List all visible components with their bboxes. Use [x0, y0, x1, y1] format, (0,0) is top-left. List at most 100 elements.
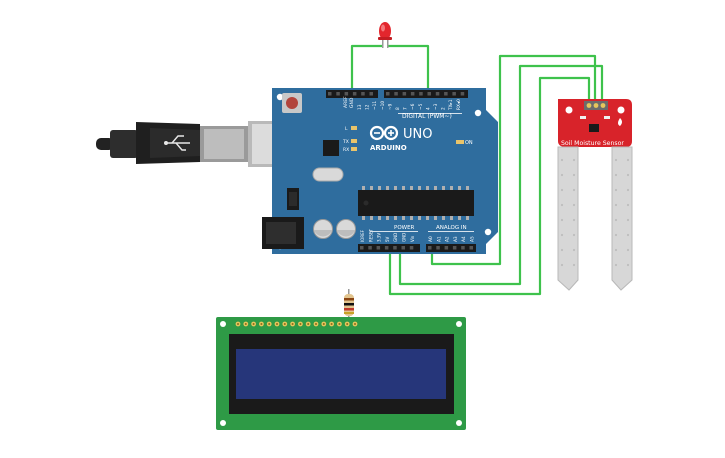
header-hole[interactable]: [352, 92, 357, 96]
header-hole[interactable]: [376, 246, 381, 250]
chip-pin: [450, 186, 453, 190]
lcd-pin-hole: [307, 323, 310, 325]
header-hole[interactable]: [419, 92, 423, 96]
header-hole[interactable]: [461, 246, 465, 250]
prong-dot: [614, 248, 618, 252]
header-hole[interactable]: [394, 92, 398, 96]
prong-dot: [572, 263, 576, 267]
header-hole[interactable]: [460, 92, 465, 96]
power-pin-label: RESET: [368, 229, 373, 242]
usb-cable-icon: [96, 122, 248, 164]
analog-pin-label: A5: [470, 236, 476, 242]
prong-dot: [614, 173, 618, 177]
sensor-prong-right: [611, 146, 633, 291]
header-hole[interactable]: [344, 92, 349, 96]
prong-dot: [572, 248, 576, 252]
digital-pin-label: RX◂0: [456, 99, 462, 110]
prong-dot: [560, 218, 564, 222]
chip-pin: [370, 186, 373, 190]
chip-pin: [434, 216, 437, 220]
prong-dot: [626, 158, 630, 162]
digital-label: DIGITAL (PWM~): [402, 113, 452, 120]
chip-pin: [362, 216, 365, 220]
soil-moisture-sensor[interactable]: Soil Moisture Sensor: [557, 99, 633, 291]
sensor-prong-left: [557, 146, 579, 291]
header-hole[interactable]: [469, 246, 474, 250]
lcd-pin-hole: [276, 323, 278, 325]
chip-pin: [386, 216, 389, 220]
rx-label: RX: [343, 147, 349, 153]
header-hole[interactable]: [428, 246, 432, 250]
chip-pin: [442, 216, 445, 220]
header-hole[interactable]: [444, 246, 449, 250]
lcd-pin-hole: [354, 323, 356, 325]
header-hole[interactable]: [360, 246, 364, 250]
wire-sensor-sig: [430, 54, 597, 266]
sensor-label: Soil Moisture Sensor: [561, 140, 624, 147]
prong-dot: [626, 218, 630, 222]
analog-pin-label: A1: [436, 236, 442, 242]
analog-pin-label: A4: [461, 236, 467, 242]
usb-cable[interactable]: [96, 121, 278, 167]
aref-label: AREF: [343, 96, 349, 108]
reset-button[interactable]: [282, 93, 302, 113]
chip-pin: [394, 186, 397, 190]
chip-pin: [450, 216, 453, 220]
header-hole[interactable]: [427, 92, 432, 96]
prong-dot: [626, 233, 630, 237]
analog-label: ANALOG IN: [436, 225, 467, 231]
prong-dot: [614, 218, 618, 222]
digital-pin-label: 13: [357, 104, 363, 110]
header-hole[interactable]: [402, 92, 407, 96]
prong-dot: [614, 188, 618, 192]
header-hole[interactable]: [401, 246, 406, 250]
header-hole[interactable]: [361, 92, 365, 96]
gnd-label: GND: [349, 97, 355, 108]
digital-pin-label: 7: [403, 107, 409, 110]
header-hole[interactable]: [336, 92, 340, 96]
lcd-pin-hole: [291, 323, 294, 325]
header-hole[interactable]: [328, 92, 332, 96]
header-hole[interactable]: [369, 92, 374, 96]
header-hole[interactable]: [368, 246, 372, 250]
prong-dot: [572, 203, 576, 207]
header-hole[interactable]: [384, 246, 389, 250]
lcd-module[interactable]: [216, 317, 466, 430]
header-hole[interactable]: [386, 92, 390, 96]
led[interactable]: [378, 22, 392, 48]
power-header: [358, 244, 420, 252]
header-hole[interactable]: [435, 92, 440, 96]
header-hole[interactable]: [436, 246, 440, 250]
digital-pin-label: TX▸1: [448, 99, 454, 111]
chip-pin: [402, 216, 405, 220]
header-hole[interactable]: [452, 92, 456, 96]
prong-dot: [572, 188, 576, 192]
lcd-pin-hole: [244, 323, 247, 325]
header-hole[interactable]: [393, 246, 397, 250]
lcd-pin-hole: [330, 323, 333, 325]
chip-pin: [418, 186, 421, 190]
header-hole[interactable]: [444, 92, 448, 96]
chip-pin: [466, 216, 469, 220]
analog-pin-label: A0: [428, 236, 434, 242]
header-hole[interactable]: [410, 92, 415, 96]
prong-dot: [560, 203, 564, 207]
header-hole[interactable]: [452, 246, 457, 250]
chip-pin: [402, 186, 405, 190]
wires: [350, 44, 604, 296]
resistor[interactable]: [344, 289, 354, 323]
atmega-chip: [358, 186, 474, 220]
header-hole[interactable]: [409, 246, 414, 250]
lcd-pin-hole: [315, 323, 317, 325]
analog-pin-label: A3: [453, 236, 459, 242]
lcd-pin-hole: [346, 323, 349, 325]
lcd-pin-hole: [299, 323, 302, 325]
power-jack[interactable]: [262, 217, 304, 249]
chip-pin: [458, 186, 461, 190]
arduino-logo: [369, 125, 399, 141]
digital-pin-label: ~6: [410, 103, 416, 110]
digital-pin-label: 12: [365, 104, 371, 110]
chip-pin: [466, 186, 469, 190]
